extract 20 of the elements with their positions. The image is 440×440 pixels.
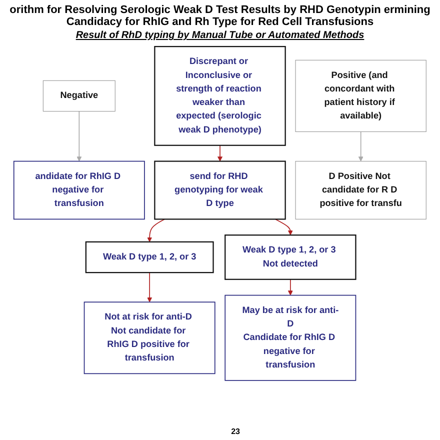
node-box: Positive (and concordant with patient history if available): [295, 60, 426, 132]
node-box: send for RHD genotyping for weak D type: [154, 160, 286, 220]
section-heading: Result of RhD typing by Manual Tube or Automated Methods: [74, 30, 366, 41]
arrow: [218, 144, 222, 162]
node-box: Weak D type 1, 2, or 3: [85, 241, 214, 274]
page-number: 23: [231, 427, 240, 436]
diagram-title: orithm for Resolving Serologic Weak D Test Results by RHD Genotypin ermining Candidacy for RhIG and Rh Type for Red Cell Transfusions: [8, 3, 432, 30]
node-box: May be at risk for anti-D Candidate for RhIG D negative for transfusion: [224, 294, 356, 381]
node-box: andidate for RhIG D negative for transfusion: [13, 160, 145, 220]
node-box: D Positive Not candidate for R D positive for transfu: [295, 160, 426, 220]
node-box: Not at risk for anti-D Not candidate for RhIG D positive for transfusion: [84, 302, 216, 374]
arrow: [147, 272, 152, 302]
node-box: Discrepant or Inconclusive or strength of reaction weaker than expected (serologic weak D phenotype): [154, 46, 286, 146]
arrow: [288, 278, 293, 296]
node-box: Negative: [42, 80, 116, 112]
arrow: [358, 131, 364, 162]
node-box: Weak D type 1, 2, or 3 Not detected: [224, 234, 356, 280]
arrow: [147, 218, 166, 242]
arrow: [76, 110, 82, 162]
arrow: [274, 218, 293, 236]
